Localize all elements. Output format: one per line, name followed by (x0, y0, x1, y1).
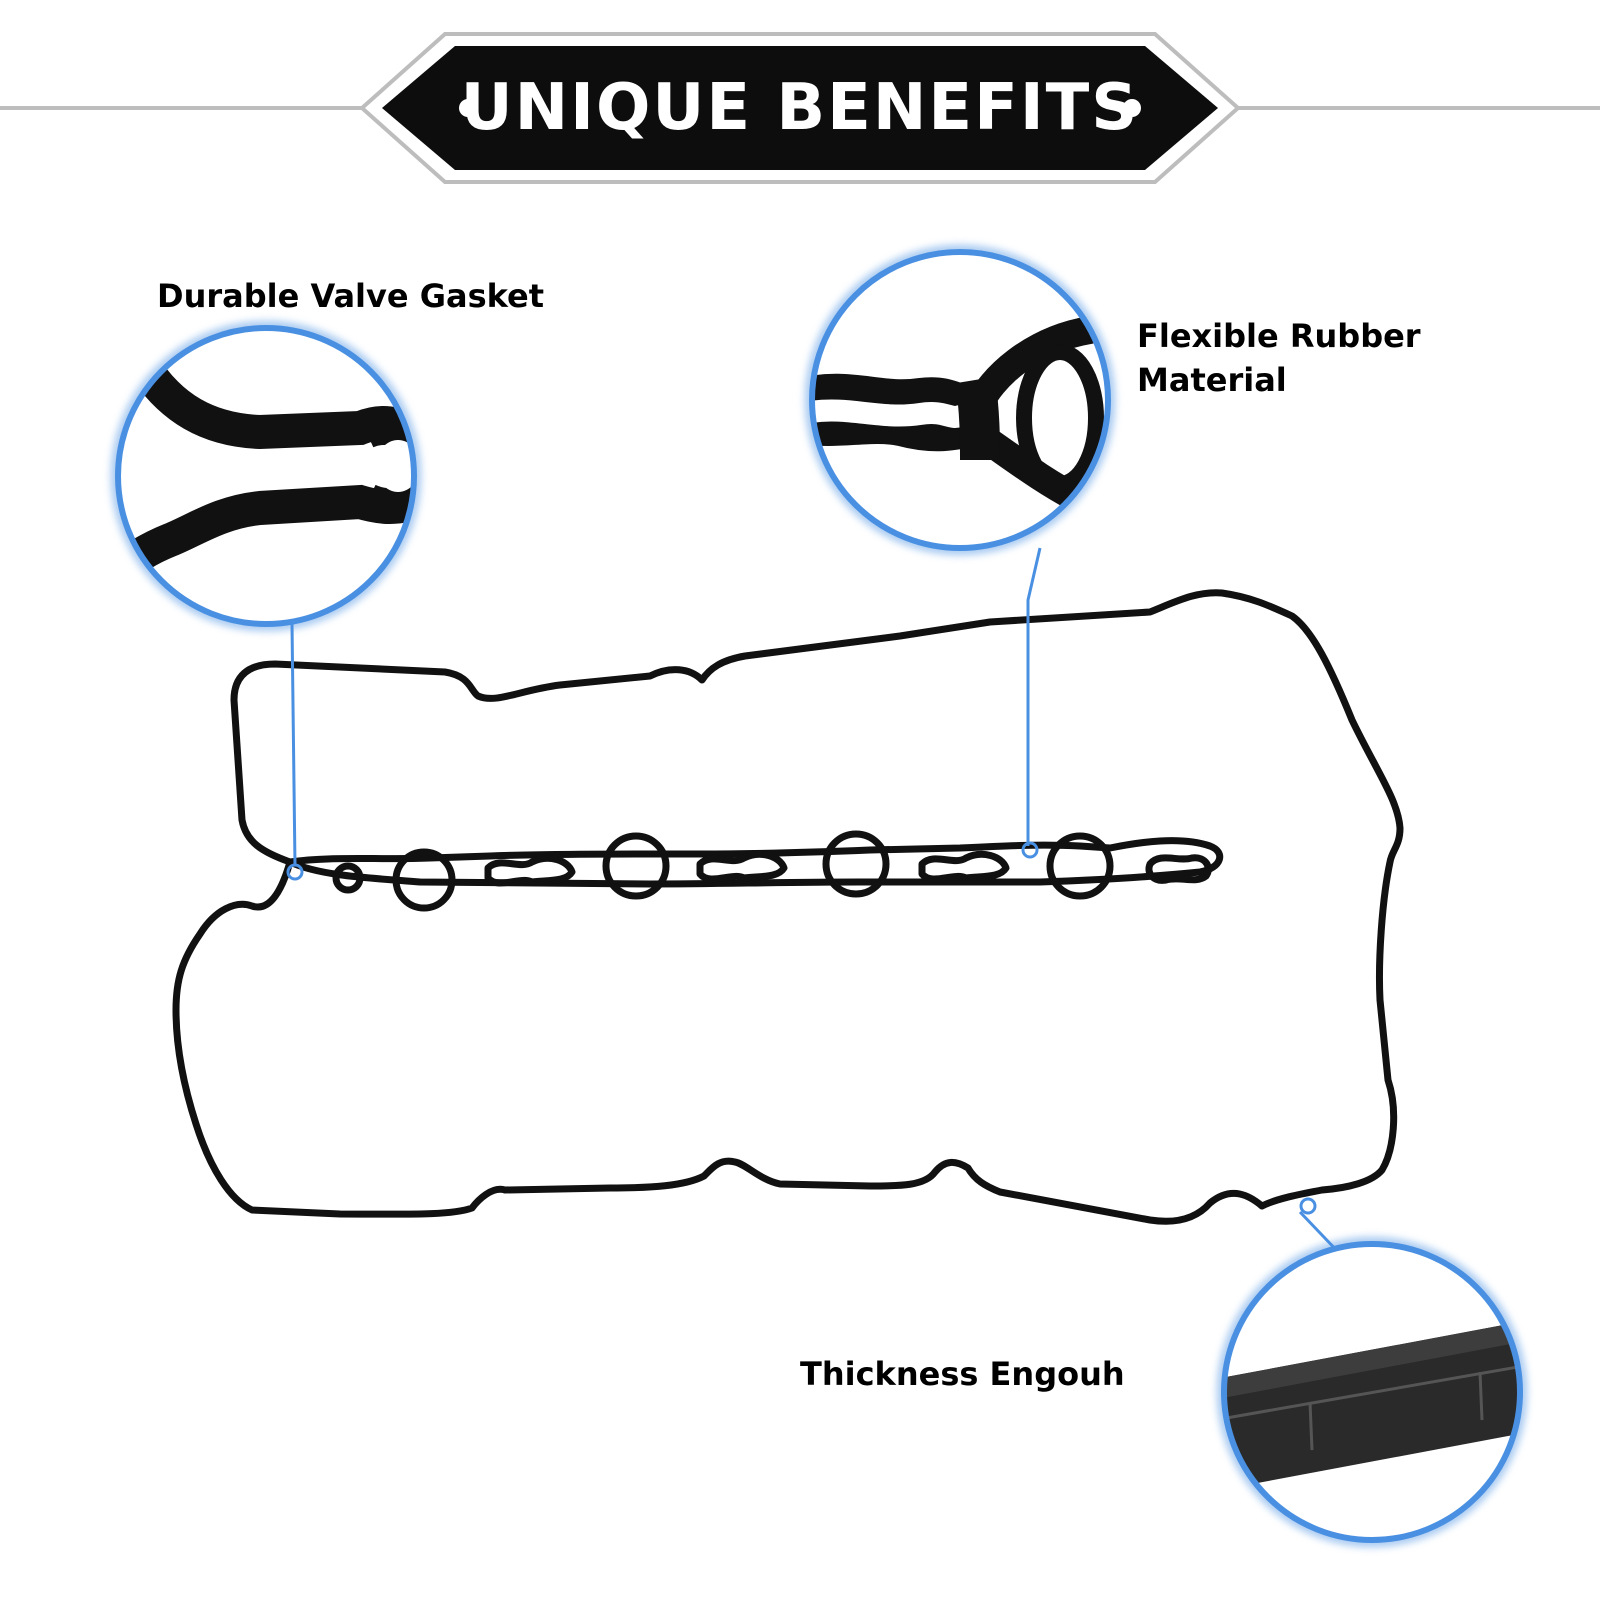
callout-label-flexible: Flexible Rubber Material (1137, 314, 1421, 402)
gasket-slot-4 (1145, 854, 1212, 884)
banner-title: UNIQUE BENEFITS (460, 71, 1140, 145)
valve-gasket (172, 589, 1404, 1225)
gasket-slot-3 (918, 850, 1010, 883)
banner-dot-left (459, 99, 477, 117)
gasket-bolt-hole-1 (392, 848, 456, 912)
magnifier-flexible (805, 245, 1115, 555)
callout-connectors (286, 547, 1344, 1258)
gasket-spine (286, 837, 1224, 888)
gasket-outer-seal (172, 589, 1404, 1225)
callout-label-line: Flexible Rubber (1137, 317, 1421, 355)
gasket-bolt-hole-small (332, 862, 364, 894)
connector-dot-thickness (1299, 1197, 1317, 1215)
banner-dot-right (1123, 99, 1141, 117)
magnifier-thickness (1217, 1237, 1527, 1547)
magnifier-durable (111, 321, 421, 631)
connector-durable (290, 623, 297, 867)
connector-flexible (1026, 547, 1042, 846)
callout-label-durable: Durable Valve Gasket (157, 274, 544, 318)
callout-label-line: Durable Valve Gasket (157, 277, 545, 315)
callout-label-line: Thickness Engouh (800, 1355, 1125, 1393)
gasket-slot-2 (696, 850, 788, 883)
connector-dot-flexible (1021, 841, 1039, 859)
title-banner (358, 32, 1242, 184)
gasket-bolt-hole-2 (602, 832, 670, 900)
gasket-bolt-hole-4 (1046, 832, 1114, 900)
gasket-slot-1 (484, 854, 576, 887)
callout-label-thickness: Thickness Engouh (800, 1352, 1125, 1396)
gasket-bolt-hole-3 (822, 830, 890, 898)
connector-dot-durable (286, 863, 304, 881)
callout-label-line: Material (1137, 361, 1287, 399)
